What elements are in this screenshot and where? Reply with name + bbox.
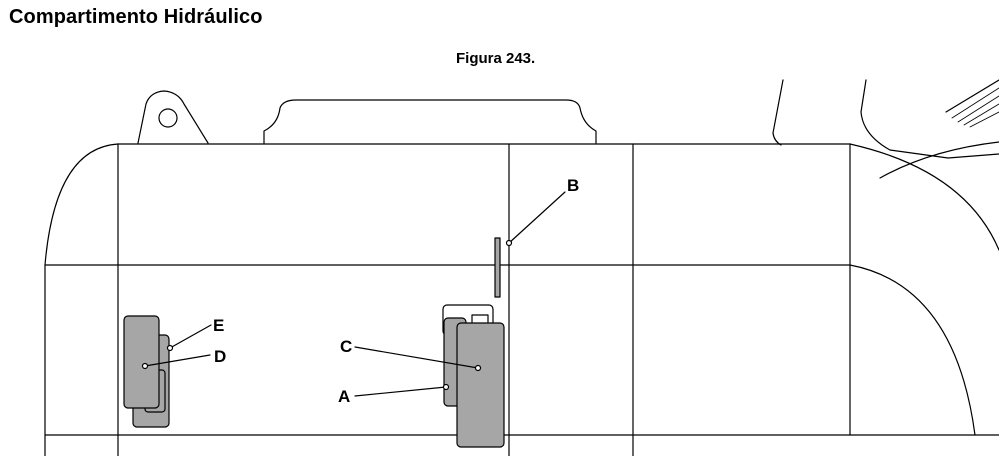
leader-d [144,354,211,367]
cab-pillar [772,79,784,146]
dot-e [166,344,174,352]
rear-curve [849,143,999,251]
component-front [123,315,160,409]
cab-frame [860,79,999,159]
filter-main [456,322,505,448]
callout-b: B [567,176,579,195]
wheel-arc [849,264,976,436]
leader-b [508,191,566,244]
leader-a [354,386,447,397]
dot-d [141,362,149,370]
dot-c [474,364,482,372]
dipstick [494,237,501,298]
figure-caption: Figura 243. [456,50,536,67]
dot-a [442,383,450,391]
callout-d: D [214,347,226,366]
leader-c [354,346,479,369]
body-left-curve [44,143,119,456]
page-title: Compartimento Hidráulico [9,6,263,28]
callout-a: A [338,387,350,406]
window-glass [945,79,999,113]
lifting-eye [137,90,209,144]
callout-c: C [340,337,352,356]
callout-e: E [213,316,224,335]
top-cover [263,99,597,144]
leader-e [169,324,212,349]
lifting-eye-hole [158,108,178,128]
dot-b [505,239,513,247]
